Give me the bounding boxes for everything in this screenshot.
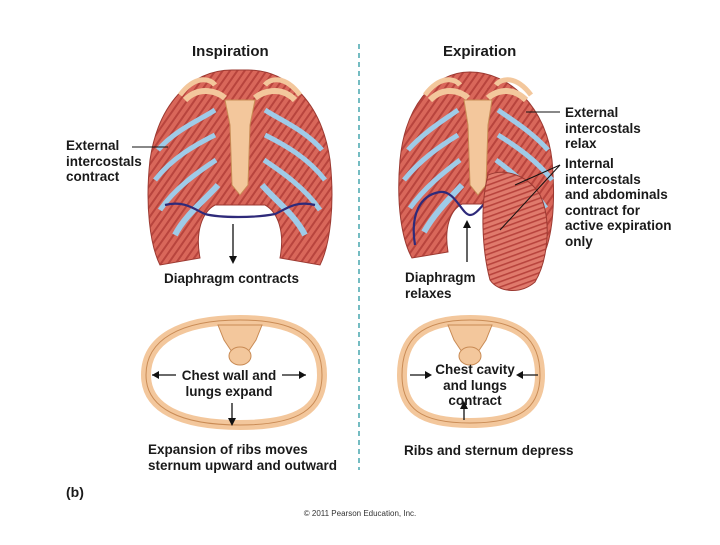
chest-wall-expand-label: Chest wall and lungs expand <box>178 368 280 399</box>
chest-cavity-contract-label: Chest cavity and lungs contract <box>430 362 520 409</box>
panel-label: (b) <box>66 484 84 500</box>
internal-intercostals-label: Internal intercostals and abdominals con… <box>565 156 672 249</box>
ext-intercostals-relax-label: External intercostals relax <box>565 105 641 152</box>
ribcage-expiration <box>399 72 560 290</box>
diaphragm-contracts-label: Diaphragm contracts <box>164 271 299 287</box>
diaphragm-relaxes-label: Diaphragm relaxes <box>405 270 476 301</box>
expiration-title: Expiration <box>443 44 516 60</box>
copyright-notice: © 2011 Pearson Education, Inc. <box>0 509 720 518</box>
ribcage-inspiration <box>132 70 332 265</box>
expiration-caption: Ribs and sternum depress <box>404 443 574 459</box>
inspiration-caption: Expansion of ribs moves sternum upward a… <box>148 442 337 473</box>
inspiration-title: Inspiration <box>192 44 269 60</box>
ext-intercostals-contract-label: External intercostals contract <box>66 138 142 185</box>
